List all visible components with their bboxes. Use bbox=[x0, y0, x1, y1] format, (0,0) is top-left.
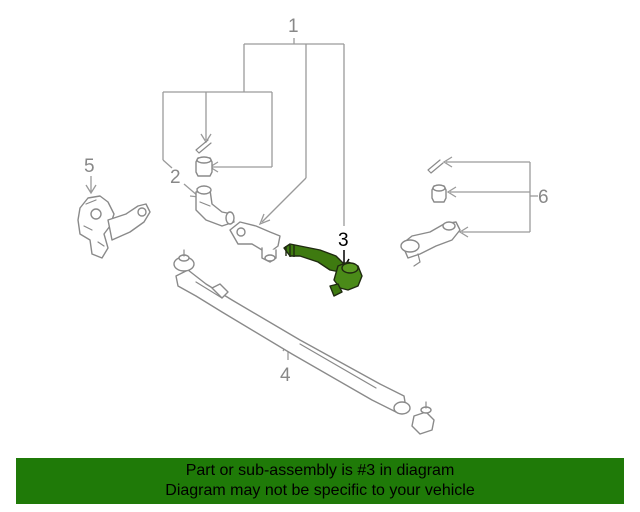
part-1-idler-arm[interactable] bbox=[229, 221, 281, 263]
callout-1[interactable]: 1 bbox=[288, 16, 299, 37]
callout-4[interactable]: 4 bbox=[280, 365, 291, 386]
bushing-nut-left[interactable] bbox=[195, 156, 213, 177]
part-6-bushing-nut[interactable] bbox=[431, 184, 447, 203]
banner-line-2: Diagram may not be specific to your vehi… bbox=[165, 482, 475, 499]
callout-6[interactable]: 6 bbox=[538, 187, 549, 208]
part-6-cotter-pin[interactable] bbox=[427, 159, 444, 174]
part-2-ball-joint[interactable] bbox=[195, 185, 235, 227]
part-info-banner: Part or sub-assembly is #3 in diagram Di… bbox=[16, 458, 624, 504]
callout-5[interactable]: 5 bbox=[84, 156, 95, 177]
banner-line-1: Part or sub-assembly is #3 in diagram bbox=[185, 462, 455, 479]
part-3-stud[interactable] bbox=[329, 283, 343, 297]
cotter-pin-left[interactable] bbox=[195, 139, 212, 154]
part-3-top-cap bbox=[341, 262, 359, 274]
part-4-center-link[interactable] bbox=[173, 249, 435, 435]
part-5-steering-knuckle[interactable] bbox=[77, 195, 151, 259]
callout-3[interactable]: 3 bbox=[338, 230, 349, 251]
part-6-tie-rod-end-right[interactable] bbox=[400, 221, 461, 267]
part-3-tie-rod-end[interactable] bbox=[283, 243, 363, 297]
leader-lines-1 bbox=[162, 38, 345, 226]
part-3-threads bbox=[285, 245, 295, 257]
parts-diagram: 1 2 3 4 5 6 bbox=[77, 16, 549, 435]
callout-2[interactable]: 2 bbox=[170, 167, 181, 188]
part-3-shaft[interactable] bbox=[283, 243, 345, 273]
